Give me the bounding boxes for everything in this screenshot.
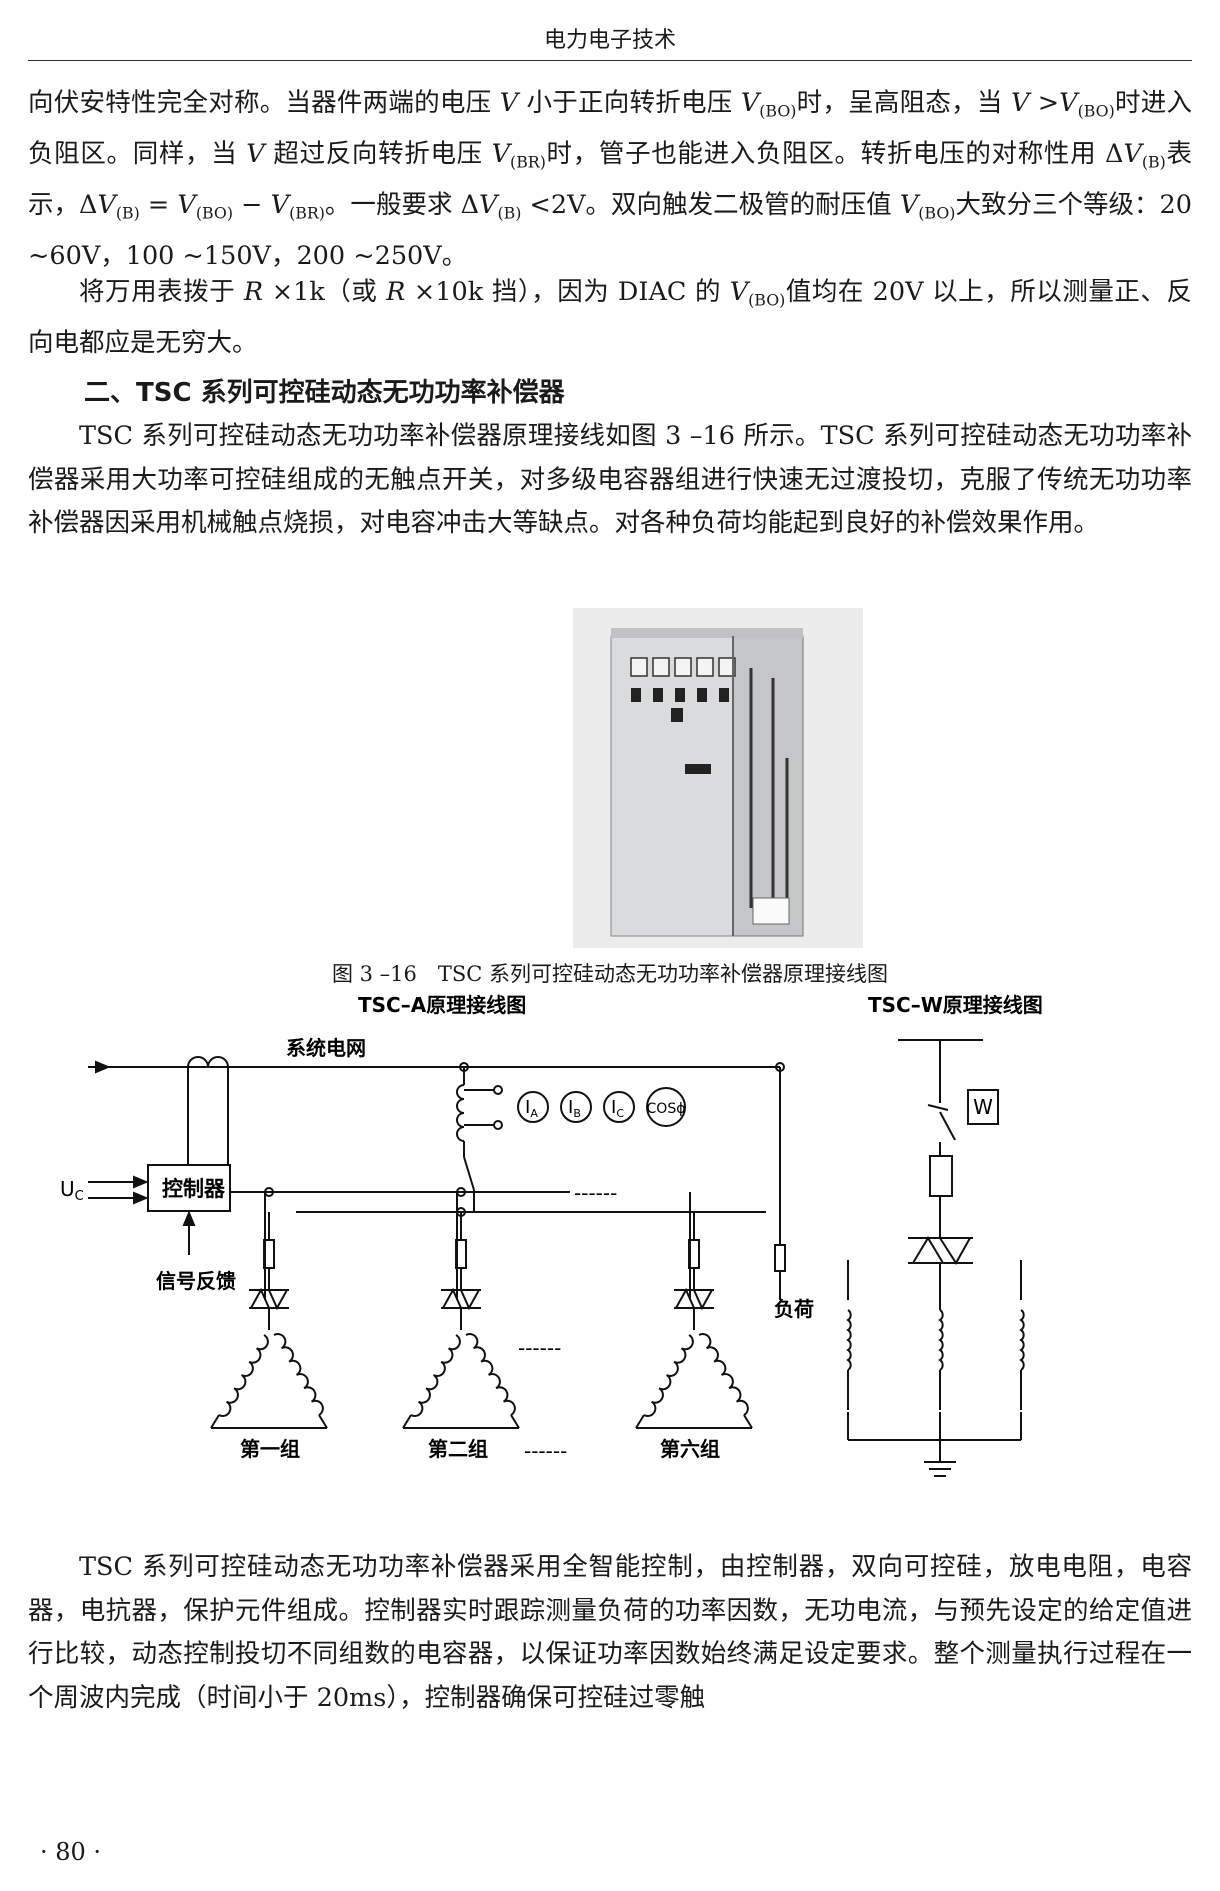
- meter-ib: [560, 1091, 592, 1123]
- label-load: 负荷: [774, 1297, 814, 1321]
- label-group-2: 第二组: [428, 1437, 488, 1461]
- paragraph-multimeter: 将万用表拨于 R ×1k（或 R ×10k 挡），因为 DIAC 的 V(BO)…: [28, 277, 1192, 359]
- reactor-coil: [698, 1333, 749, 1416]
- delta-wire: [635, 1414, 645, 1429]
- meter-ib-label: IB: [568, 1097, 581, 1120]
- reactor-coil: [643, 1334, 694, 1417]
- reactor-coil: [465, 1333, 516, 1416]
- meter-ic-label: IC: [611, 1097, 624, 1120]
- circuit-diagram: TSC–A原理接线图 TSC–W原理接线图 系统电网 控制器 UC 信号反馈 负…: [60, 993, 1043, 1477]
- meter-ic: [603, 1091, 635, 1123]
- figure-3-16: TSC–A原理接线图 TSC–W原理接线图 系统电网 控制器 UC 信号反馈 负…: [28, 600, 1192, 1520]
- reactor-coil: [218, 1334, 269, 1417]
- w-reactor-coil: [938, 1309, 944, 1371]
- reactor-coil: [410, 1334, 461, 1417]
- delta-wire: [318, 1414, 328, 1429]
- paragraph-tsc-intro: TSC 系列可控硅动态无功功率补偿器原理接线如图 3 –16 所示。TSC 系列…: [28, 421, 1192, 538]
- thyristor: [267, 1289, 289, 1311]
- dashes-mid: ------: [518, 1336, 561, 1360]
- thyristor: [459, 1289, 481, 1311]
- label-uc: UC: [60, 1177, 84, 1204]
- page-number: · 80 ·: [40, 1838, 102, 1866]
- thyristor: [441, 1287, 463, 1309]
- meter-cos-label: COSϕ: [647, 1101, 686, 1117]
- thyristor: [249, 1287, 271, 1309]
- thyristor: [692, 1289, 714, 1311]
- running-head: 电力电子技术: [28, 26, 1192, 61]
- label-grid: 系统电网: [286, 1036, 366, 1060]
- reactor-coil: [273, 1333, 324, 1416]
- w-reactor-coil: [1019, 1309, 1025, 1371]
- label-group-1: 第一组: [240, 1437, 300, 1461]
- title-tsc-w: TSC–W原理接线图: [868, 993, 1043, 1017]
- meter-ia-label: IA: [525, 1097, 538, 1120]
- title-tsc-a: TSC–A原理接线图: [358, 993, 526, 1017]
- w-reactor-coil: [846, 1309, 852, 1371]
- w-meter-label: W: [973, 1095, 993, 1119]
- delta-wire: [743, 1414, 753, 1429]
- meter-cos: [646, 1087, 686, 1127]
- section-heading: 二、TSC 系列可控硅动态无功功率补偿器: [84, 378, 565, 408]
- paragraph-tsc-control: TSC 系列可控硅动态无功功率补偿器采用全智能控制，由控制器，双向可控硅，放电电…: [28, 1552, 1192, 1713]
- meter-ia: [517, 1091, 549, 1123]
- dashes-bottom: ------: [524, 1439, 567, 1463]
- delta-wire: [402, 1414, 412, 1429]
- delta-wire: [210, 1414, 220, 1429]
- running-head-title: 电力电子技术: [543, 28, 676, 53]
- cabinet-photo: [573, 608, 863, 948]
- dashes-top: ------: [574, 1181, 617, 1205]
- cabinet-illustration: [593, 616, 843, 941]
- figure-caption: 图 3 –16 TSC 系列可控硅动态无功功率补偿器原理接线图: [331, 962, 889, 986]
- label-feedback: 信号反馈: [156, 1269, 236, 1293]
- label-group-6: 第六组: [660, 1437, 720, 1461]
- thyristor: [674, 1287, 696, 1309]
- delta-wire: [510, 1414, 520, 1429]
- paragraph-diac-symmetry: 向伏安特性完全对称。当器件两端的电压 V 小于正向转折电压 V(BO)时，呈高阻…: [28, 88, 1193, 272]
- controller-label: 控制器: [162, 1177, 226, 1201]
